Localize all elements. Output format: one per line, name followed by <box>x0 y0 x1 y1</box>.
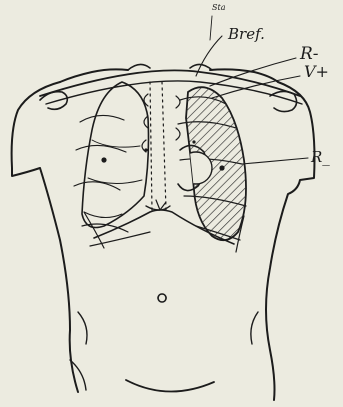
label-v-plus: V+ <box>304 64 329 80</box>
label-r-minus-right: R_ <box>311 150 330 165</box>
body-outline-right <box>266 82 315 400</box>
dot-right-chest <box>101 157 106 162</box>
dot-left-chest <box>219 165 224 170</box>
label-bref: Bref. <box>228 27 265 42</box>
pointer-r2 <box>242 158 308 164</box>
body-outline-left <box>12 82 78 392</box>
navel <box>158 294 166 302</box>
label-sup: Sta <box>212 4 225 12</box>
lower-abdomen <box>126 380 214 392</box>
right-lung <box>82 82 149 228</box>
label-r-minus-top: R- <box>300 46 319 63</box>
pointer-v <box>212 76 300 98</box>
sternum <box>150 82 152 210</box>
